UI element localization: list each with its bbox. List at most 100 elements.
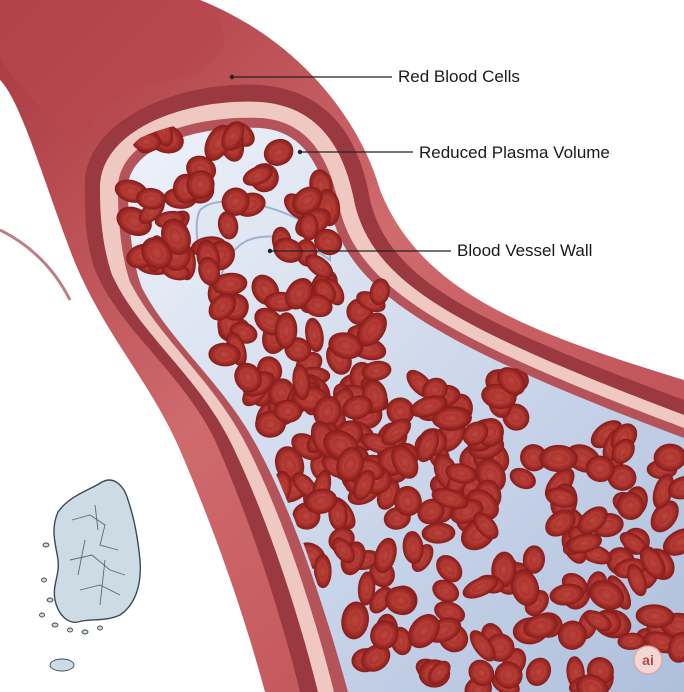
red-blood-cell xyxy=(468,659,495,687)
red-blood-cell xyxy=(545,487,578,508)
red-blood-cell xyxy=(221,121,245,151)
red-blood-cell xyxy=(292,363,310,401)
red-blood-cell xyxy=(462,421,489,446)
red-blood-cell xyxy=(381,418,412,446)
red-blood-cell xyxy=(313,395,342,428)
red-blood-cell xyxy=(652,473,675,509)
label-red-blood-cells: Red Blood Cells xyxy=(398,67,520,86)
red-blood-cell xyxy=(583,610,612,632)
red-blood-cell xyxy=(431,487,469,510)
red-blood-cell xyxy=(221,187,250,216)
red-blood-cell xyxy=(274,312,298,349)
red-blood-cell xyxy=(653,443,684,472)
red-blood-cell xyxy=(417,498,445,525)
label-blood-vessel-wall: Blood Vessel Wall xyxy=(457,241,593,260)
red-blood-cell xyxy=(136,187,166,210)
red-blood-cell xyxy=(494,661,523,689)
red-blood-cell xyxy=(292,472,318,498)
red-blood-cell xyxy=(369,278,390,306)
red-blood-cell xyxy=(410,395,448,418)
red-blood-cell xyxy=(305,254,334,279)
red-blood-cell xyxy=(626,563,647,597)
red-blood-cell xyxy=(303,293,333,318)
red-blood-cell xyxy=(217,211,239,240)
red-blood-cell xyxy=(393,486,422,517)
label-reduced-plasma-volume: Reduced Plasma Volume xyxy=(419,143,610,162)
red-blood-cell xyxy=(273,237,303,263)
red-blood-cell xyxy=(357,571,376,606)
red-blood-cell xyxy=(332,537,355,564)
red-blood-cell xyxy=(523,613,558,639)
red-blood-cell xyxy=(208,342,241,367)
red-blood-cell xyxy=(469,630,496,662)
red-blood-cell xyxy=(141,237,173,269)
red-blood-cell xyxy=(208,293,237,321)
red-blood-cell xyxy=(299,212,319,241)
red-blood-cell xyxy=(667,475,684,500)
red-blood-cell xyxy=(242,165,273,186)
red-blood-cell xyxy=(273,399,303,423)
red-blood-cell xyxy=(428,660,451,685)
red-blood-cell xyxy=(341,601,369,640)
red-blood-cell xyxy=(374,537,397,574)
red-blood-cell xyxy=(285,278,314,310)
red-blood-cell xyxy=(305,317,324,353)
red-blood-cell xyxy=(557,620,587,650)
red-blood-cell xyxy=(385,586,417,615)
red-blood-cell xyxy=(617,632,646,650)
red-blood-cells-cluster xyxy=(114,119,684,692)
korea-map-icon xyxy=(39,479,142,672)
red-blood-cell xyxy=(549,583,585,606)
red-blood-cell xyxy=(639,546,666,580)
red-blood-cell xyxy=(336,447,365,482)
red-blood-cell xyxy=(431,406,471,430)
red-blood-cell xyxy=(525,657,552,686)
red-blood-cell xyxy=(522,545,546,574)
red-blood-cell xyxy=(473,512,499,540)
red-blood-cell xyxy=(607,464,637,491)
watermark-text: ai xyxy=(642,652,654,668)
red-blood-cell xyxy=(434,601,466,624)
red-blood-cell xyxy=(304,488,338,514)
red-blood-cell xyxy=(370,620,399,650)
red-blood-cell xyxy=(497,367,526,396)
red-blood-cell xyxy=(328,332,364,360)
red-blood-cell xyxy=(416,428,439,463)
red-blood-cell xyxy=(445,463,478,484)
red-blood-cell xyxy=(462,575,499,599)
red-blood-cell xyxy=(198,256,221,286)
red-blood-cell xyxy=(611,438,635,464)
red-blood-cell xyxy=(212,272,248,296)
red-blood-cell xyxy=(353,469,375,501)
vessel-tube-top xyxy=(0,0,224,150)
red-blood-cell xyxy=(361,360,392,381)
red-blood-cell xyxy=(234,362,262,393)
red-blood-cell xyxy=(391,445,419,479)
red-blood-cell xyxy=(566,533,603,554)
red-blood-cell xyxy=(402,531,424,564)
red-blood-cell xyxy=(577,506,608,535)
red-blood-cell xyxy=(313,553,332,589)
red-blood-cell xyxy=(421,522,456,544)
red-blood-cell xyxy=(436,555,463,583)
red-blood-cell xyxy=(545,509,576,537)
red-blood-cell xyxy=(585,455,615,483)
red-blood-cell xyxy=(314,228,343,256)
red-blood-cell xyxy=(263,138,294,166)
red-blood-cell xyxy=(509,467,536,490)
red-blood-cell xyxy=(510,569,540,607)
red-blood-cell xyxy=(576,674,609,692)
red-blood-cell xyxy=(588,580,625,610)
red-blood-cell xyxy=(186,170,215,200)
ai-badge-icon: ai xyxy=(633,645,663,675)
red-blood-cell xyxy=(616,491,645,520)
red-blood-cell xyxy=(369,586,393,614)
red-blood-cell xyxy=(408,614,440,649)
red-blood-cell xyxy=(386,397,415,426)
red-blood-cell xyxy=(432,579,460,603)
red-blood-cell xyxy=(356,312,387,347)
red-blood-cell xyxy=(635,604,675,629)
red-blood-cell xyxy=(342,395,373,420)
